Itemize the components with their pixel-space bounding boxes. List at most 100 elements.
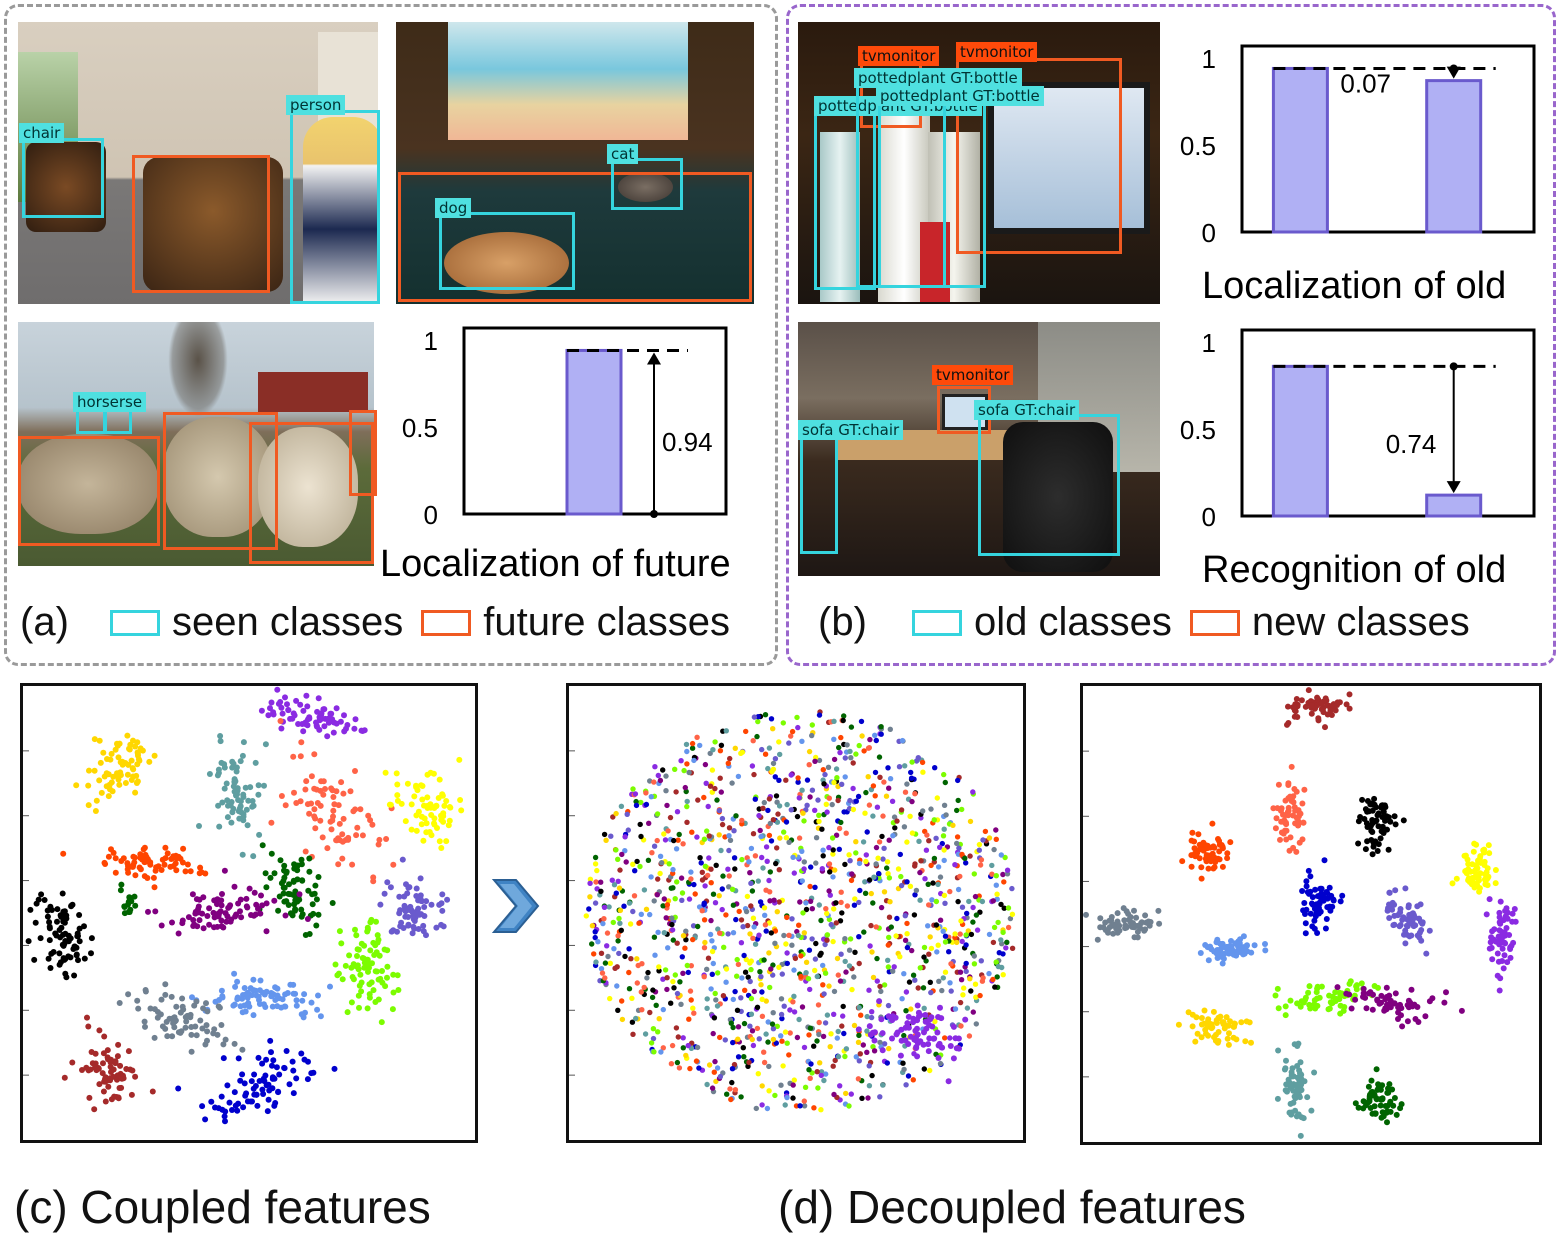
point bbox=[1155, 907, 1162, 914]
point bbox=[304, 1076, 311, 1083]
point bbox=[1384, 1119, 1390, 1126]
point bbox=[809, 787, 816, 793]
point bbox=[806, 748, 813, 755]
point bbox=[728, 1096, 734, 1103]
point bbox=[1001, 879, 1007, 885]
point bbox=[185, 914, 192, 921]
point bbox=[44, 913, 51, 920]
point bbox=[1219, 863, 1226, 870]
point bbox=[730, 930, 737, 936]
point bbox=[100, 749, 107, 756]
point bbox=[602, 975, 608, 981]
tag-person: person bbox=[286, 95, 346, 115]
point bbox=[1314, 902, 1321, 909]
point bbox=[291, 789, 297, 796]
point bbox=[928, 945, 935, 952]
point bbox=[683, 928, 689, 934]
point bbox=[888, 924, 894, 930]
legend-label: future classes bbox=[483, 600, 731, 644]
point bbox=[750, 915, 757, 921]
point bbox=[889, 1013, 896, 1020]
point bbox=[703, 780, 709, 786]
point bbox=[913, 1044, 920, 1050]
point bbox=[613, 890, 619, 896]
point bbox=[726, 847, 732, 854]
point bbox=[421, 913, 428, 919]
point bbox=[823, 1071, 829, 1077]
point bbox=[1302, 930, 1309, 937]
point bbox=[270, 711, 277, 718]
point bbox=[687, 988, 694, 994]
point bbox=[115, 754, 122, 761]
point bbox=[968, 988, 974, 994]
point bbox=[1352, 1100, 1359, 1107]
point bbox=[698, 860, 704, 866]
point bbox=[826, 795, 832, 801]
point bbox=[169, 855, 176, 862]
point bbox=[712, 900, 719, 906]
point bbox=[827, 1044, 833, 1050]
point bbox=[1364, 838, 1371, 845]
point bbox=[267, 705, 273, 712]
point bbox=[1272, 992, 1279, 999]
point bbox=[1104, 927, 1111, 934]
point bbox=[939, 987, 945, 994]
point bbox=[772, 928, 779, 934]
point bbox=[625, 827, 631, 833]
point bbox=[158, 922, 165, 929]
point bbox=[776, 899, 782, 905]
point bbox=[398, 919, 405, 926]
point bbox=[702, 939, 708, 946]
point bbox=[722, 1037, 728, 1043]
point bbox=[259, 1086, 266, 1093]
point bbox=[331, 1065, 338, 1072]
point bbox=[980, 837, 986, 843]
point bbox=[739, 749, 746, 755]
point bbox=[121, 910, 128, 917]
point bbox=[1314, 694, 1321, 701]
point bbox=[1346, 691, 1353, 698]
point bbox=[696, 904, 703, 910]
point bbox=[977, 862, 984, 868]
point bbox=[758, 982, 764, 988]
point bbox=[317, 817, 324, 824]
point bbox=[898, 807, 905, 813]
point bbox=[732, 866, 738, 872]
point bbox=[142, 851, 149, 858]
point bbox=[626, 986, 633, 992]
point bbox=[132, 789, 139, 796]
point bbox=[1196, 855, 1203, 862]
point bbox=[633, 802, 640, 809]
point bbox=[402, 818, 409, 825]
bbox-tv2-new bbox=[956, 58, 1122, 254]
point bbox=[856, 742, 862, 749]
point bbox=[970, 904, 976, 911]
point bbox=[873, 924, 879, 930]
point bbox=[921, 1066, 927, 1072]
point bbox=[739, 856, 745, 863]
point bbox=[281, 1065, 288, 1072]
point bbox=[1262, 941, 1268, 947]
point bbox=[1287, 1100, 1294, 1107]
point bbox=[381, 890, 388, 897]
point bbox=[651, 843, 658, 849]
point bbox=[1294, 703, 1301, 710]
point bbox=[353, 832, 360, 839]
point bbox=[759, 996, 765, 1002]
point bbox=[1116, 927, 1123, 934]
point bbox=[231, 970, 238, 977]
point bbox=[370, 874, 377, 881]
point bbox=[269, 1085, 276, 1092]
point bbox=[683, 1052, 689, 1059]
point bbox=[674, 990, 681, 997]
point bbox=[1397, 1001, 1403, 1008]
point bbox=[217, 733, 224, 739]
point bbox=[47, 965, 54, 971]
point bbox=[783, 777, 789, 783]
point bbox=[755, 1071, 761, 1077]
point bbox=[920, 769, 926, 775]
point bbox=[830, 874, 836, 880]
point bbox=[159, 1023, 166, 1030]
point bbox=[418, 821, 425, 828]
point bbox=[801, 1044, 808, 1051]
